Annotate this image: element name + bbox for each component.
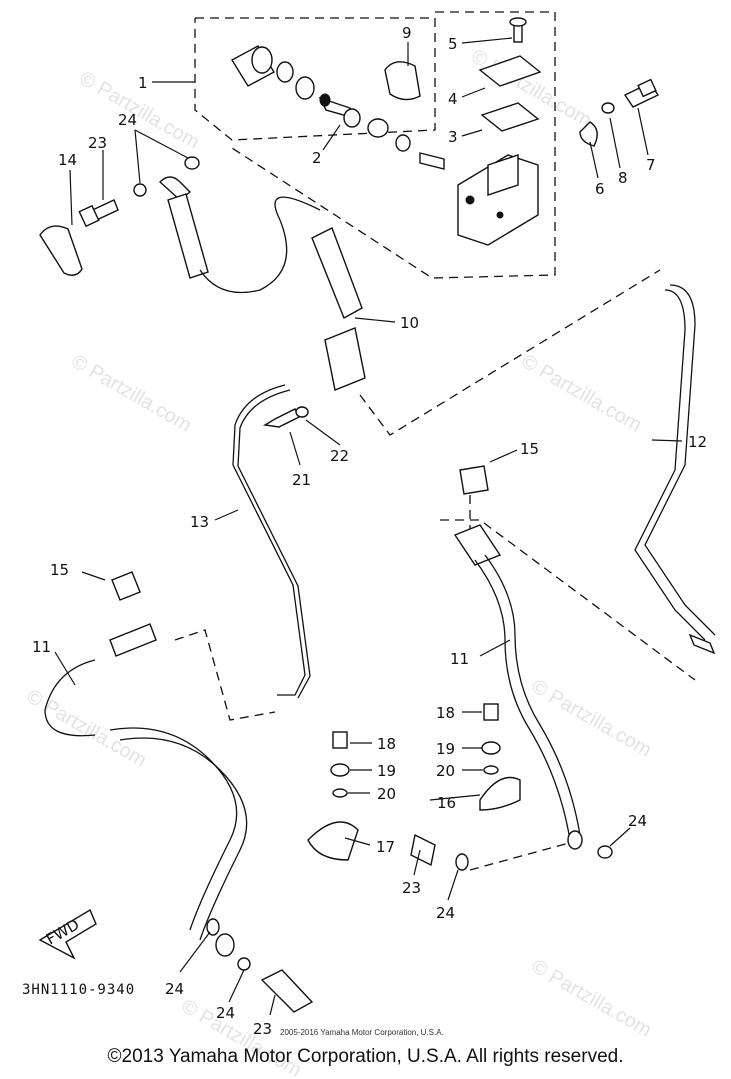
kit-boundary-inner: [231, 11, 556, 279]
reservoir-cap: [478, 17, 542, 132]
callout-19-right: 19: [436, 740, 455, 758]
washer-20: [483, 765, 499, 775]
callout-labels: 1 2 3 4 5 6 7 8 9 10 11 11 12 13 14 15 1…: [32, 24, 707, 1038]
callout-22: 22: [330, 447, 349, 465]
bolt-23: [410, 833, 436, 867]
callout-24-lower: 24: [216, 1004, 235, 1022]
callout-4: 4: [448, 90, 458, 108]
callout-6: 6: [595, 180, 605, 198]
watermark: © Partzilla.com: [68, 350, 196, 436]
callout-24-upper: 24: [118, 111, 137, 129]
brake-pipe-12: [634, 289, 706, 641]
bolt-21: [262, 408, 300, 428]
washer-24: [184, 156, 200, 170]
callout-20-left: 20: [377, 785, 396, 803]
callout-23-middle: 23: [402, 879, 421, 897]
callout-2: 2: [312, 149, 322, 167]
callout-23-upper: 23: [88, 134, 107, 152]
callout-19-left: 19: [377, 762, 396, 780]
callout-1: 1: [138, 74, 148, 92]
bolt-18: [332, 731, 348, 749]
copyright-notice: ©2013 Yamaha Motor Corporation, U.S.A. A…: [107, 1046, 624, 1067]
callout-11-right: 11: [450, 650, 469, 668]
callout-24-middle: 24: [436, 904, 455, 922]
boot: [384, 61, 421, 101]
callout-8: 8: [618, 169, 628, 187]
nut-19: [330, 763, 350, 777]
callout-16: 16: [437, 794, 456, 812]
watermark: © Partzilla.com: [518, 350, 646, 436]
bolt-23-upper: [78, 199, 119, 228]
left-brake-hose: [44, 623, 248, 957]
lever-cover: [39, 225, 83, 276]
callout-5: 5: [448, 35, 458, 53]
callout-15-left: 15: [50, 561, 69, 579]
clamp-16: [479, 776, 521, 811]
callout-3: 3: [448, 128, 458, 146]
washer-24: [597, 845, 613, 859]
callout-9: 9: [402, 24, 412, 42]
small-copyright: 2005-2016 Yamaha Motor Corporation, U.S.…: [280, 1028, 444, 1037]
upper-brake-hose: [158, 176, 366, 391]
bolt-18: [483, 703, 499, 721]
washer-24: [455, 853, 469, 871]
callout-13: 13: [190, 513, 209, 531]
clamp-15-left: [111, 571, 141, 601]
callout-12: 12: [688, 433, 707, 451]
callout-10: 10: [400, 314, 419, 332]
callout-18-left: 18: [377, 735, 396, 753]
right-brake-hose: [453, 524, 583, 850]
callout-18-right: 18: [436, 704, 455, 722]
nut-19: [481, 741, 501, 755]
watermark: © Partzilla.com: [528, 955, 656, 1041]
bolt-23: [260, 969, 314, 1013]
piston-assembly: [231, 45, 445, 170]
callout-23-lower: 23: [253, 1020, 272, 1038]
callout-15-right: 15: [520, 440, 539, 458]
watermark: © Partzilla.com: [528, 675, 656, 761]
washer-24: [133, 183, 147, 197]
drawing-number: 3HN1110-9340: [22, 982, 136, 998]
watermark-group: © Partzilla.com © Partzilla.com © Partzi…: [23, 45, 656, 1079]
leader-lines: [54, 37, 683, 1016]
clamp-15-right: [459, 465, 489, 495]
forward-arrow-icon: FWD: [38, 908, 97, 960]
callout-14: 14: [58, 151, 77, 169]
washer-8: [601, 102, 615, 114]
washer-22: [295, 406, 309, 418]
callout-24-right: 24: [628, 812, 647, 830]
clamp-17: [307, 821, 359, 861]
master-cylinder-body: [457, 121, 598, 246]
callout-11-left: 11: [32, 638, 51, 656]
washer-20: [332, 788, 348, 798]
callout-20-right: 20: [436, 762, 455, 780]
callout-7: 7: [646, 156, 656, 174]
brake-pipe-13: [232, 384, 306, 696]
callout-21: 21: [292, 471, 311, 489]
callout-24-lower-left: 24: [165, 980, 184, 998]
washer-24: [237, 957, 251, 971]
callout-17: 17: [376, 838, 395, 856]
washer-24: [206, 918, 220, 936]
bolt-7: [623, 78, 660, 108]
